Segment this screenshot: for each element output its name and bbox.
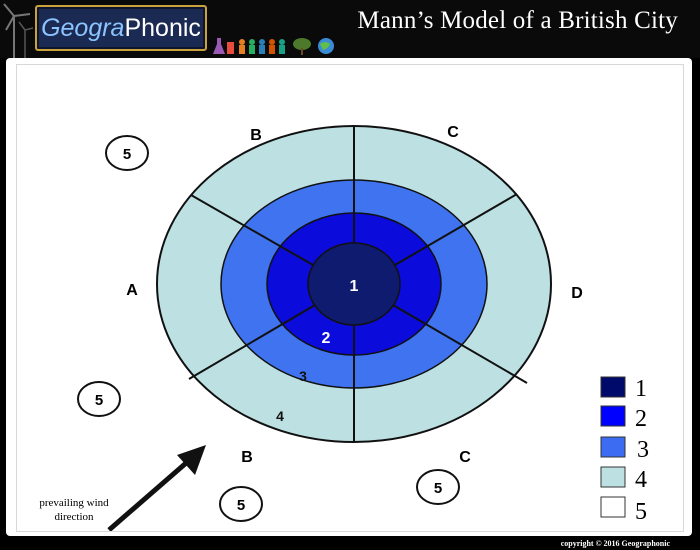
content-frame: 1 2 3 4 B C A D B C 5 5 5 xyxy=(6,58,692,536)
legend-item-4: 4 xyxy=(600,466,647,493)
subject-icons xyxy=(213,38,334,55)
logo-part-geogra: Geogra xyxy=(41,14,125,42)
legend-label-1: 1 xyxy=(635,376,647,402)
geographonic-logo[interactable]: GeograPhonic xyxy=(35,5,207,51)
page-title: Mann’s Model of a British City xyxy=(357,7,678,34)
wind-label-line1: prevailing wind xyxy=(39,497,109,509)
sector-c-top-label: C xyxy=(447,124,459,141)
svg-text:5: 5 xyxy=(123,146,131,163)
flask-icon xyxy=(213,38,225,54)
legend-label-4: 4 xyxy=(635,467,647,493)
svg-text:5: 5 xyxy=(434,480,442,497)
mann-model-diagram: 1 2 3 4 B C A D B C 5 5 5 xyxy=(39,124,649,531)
legend: 1 2 3 4 5 xyxy=(600,376,649,525)
legend-item-5: 5 xyxy=(600,496,647,525)
zone-5-marker-bottom: 5 xyxy=(219,486,263,522)
beaker-icon xyxy=(227,42,234,54)
zone-5-marker-bottom-right: 5 xyxy=(416,469,460,505)
legend-label-5: 5 xyxy=(635,499,647,525)
logo-part-phonic: Phonic xyxy=(124,14,201,42)
legend-label-3: 3 xyxy=(637,437,649,463)
sector-a-label: A xyxy=(126,282,138,299)
globe-icon xyxy=(318,38,334,54)
zone-4-label: 4 xyxy=(276,408,284,424)
legend-item-1: 1 xyxy=(600,376,647,402)
zone-1-label: 1 xyxy=(350,278,359,295)
diagram-panel: 1 2 3 4 B C A D B C 5 5 5 xyxy=(16,64,684,532)
sector-lines xyxy=(188,126,528,442)
sector-d-label: D xyxy=(571,285,583,302)
svg-text:5: 5 xyxy=(95,392,103,409)
legend-item-3: 3 xyxy=(600,436,649,463)
svg-text:5: 5 xyxy=(237,497,245,514)
zone-2-label: 2 xyxy=(322,330,331,347)
sector-b-top-label: B xyxy=(250,127,262,144)
zone-3-label: 3 xyxy=(299,368,307,384)
copyright-notice: copyright © 2016 Geographonic xyxy=(560,539,670,548)
legend-item-2: 2 xyxy=(600,405,647,432)
header-bar: GeograPhonic Mann’s Model of a British C… xyxy=(0,0,700,58)
sector-c-bottom-label: C xyxy=(459,449,471,466)
sector-b-bottom-label: B xyxy=(241,449,253,466)
people-icon xyxy=(239,39,285,54)
wind-arrow-icon xyxy=(107,445,206,531)
legend-label-2: 2 xyxy=(635,406,647,432)
wind-label-line2: direction xyxy=(54,511,94,523)
wind-turbine-icon xyxy=(3,3,34,58)
tree-icon xyxy=(293,38,311,55)
zone-5-marker-top-left: 5 xyxy=(105,135,149,171)
zone-5-marker-left: 5 xyxy=(77,381,121,417)
